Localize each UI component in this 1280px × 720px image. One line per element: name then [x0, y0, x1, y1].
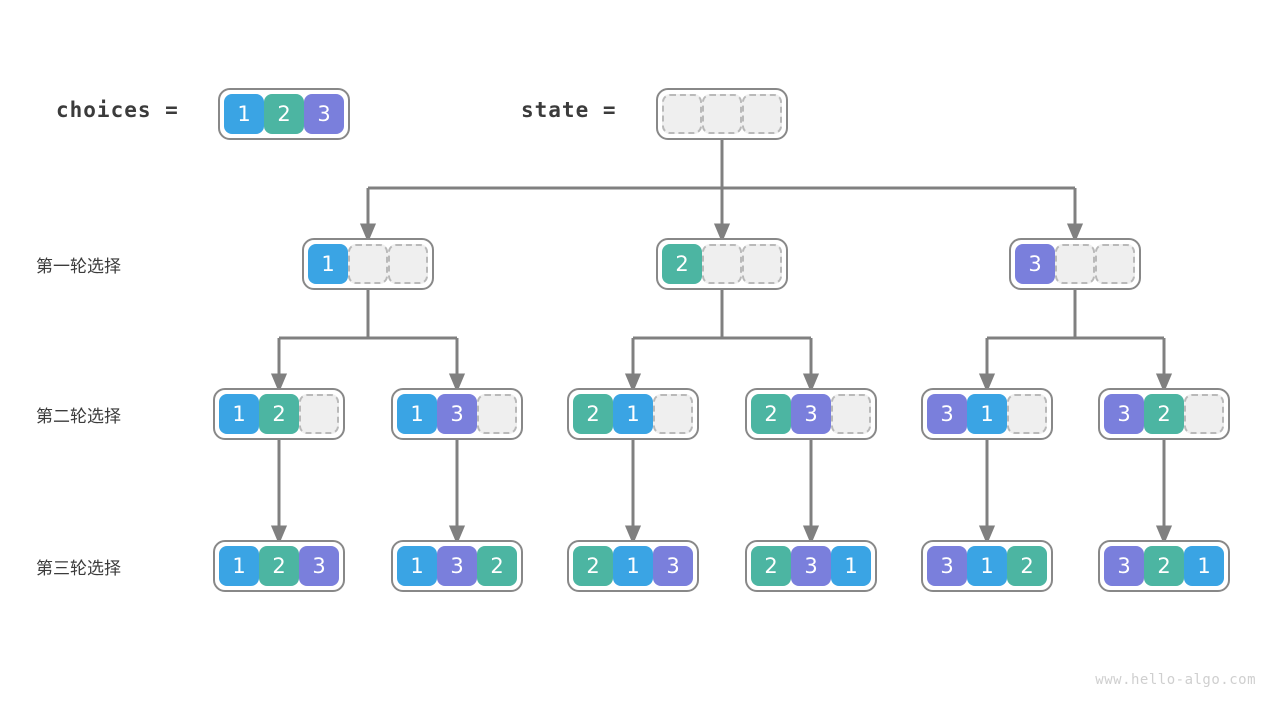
state-label: state =: [521, 98, 617, 122]
state-root-cell-2: [742, 94, 782, 134]
round-3-3-cell-0: 2: [573, 546, 613, 586]
state-array-round-1-2: 2: [656, 238, 788, 290]
choices-label: choices =: [56, 98, 179, 122]
round-2-2-cell-2: [477, 394, 517, 434]
round-2-1-cell-0: 1: [219, 394, 259, 434]
state-array-root: [656, 88, 788, 140]
round-3-5-cell-2: 2: [1007, 546, 1047, 586]
round-2-5-cell-2: [1007, 394, 1047, 434]
round-1-1-cell-0: 1: [308, 244, 348, 284]
round-3-5-cell-0: 3: [927, 546, 967, 586]
round-2-5-cell-1: 1: [967, 394, 1007, 434]
round-2-3-cell-2: [653, 394, 693, 434]
round-2-6-cell-0: 3: [1104, 394, 1144, 434]
round-2-4-cell-2: [831, 394, 871, 434]
round-2-5-cell-0: 3: [927, 394, 967, 434]
edge-round1-3-to-round2: [978, 288, 1173, 393]
round-1-1-cell-1: [348, 244, 388, 284]
round-2-2-cell-1: 3: [437, 394, 477, 434]
round-3-2-cell-1: 3: [437, 546, 477, 586]
round-3-2-cell-2: 2: [477, 546, 517, 586]
round-1-2-cell-2: [742, 244, 782, 284]
round-1-1-cell-2: [388, 244, 428, 284]
round-1-3-cell-2: [1095, 244, 1135, 284]
round-2-3-cell-0: 2: [573, 394, 613, 434]
round-1-2-cell-0: 2: [662, 244, 702, 284]
round-3-3-cell-1: 1: [613, 546, 653, 586]
round-1-3-cell-0: 3: [1015, 244, 1055, 284]
round-3-4-cell-0: 2: [751, 546, 791, 586]
round-3-3-cell-2: 3: [653, 546, 693, 586]
round-2-4-cell-1: 3: [791, 394, 831, 434]
round-2-2-cell-0: 1: [397, 394, 437, 434]
state-array-round-1-1: 1: [302, 238, 434, 290]
watermark: www.hello-algo.com: [1095, 672, 1256, 688]
round-3-6-cell-2: 1: [1184, 546, 1224, 586]
state-root-cell-0: [662, 94, 702, 134]
choices-cell-0: 1: [224, 94, 264, 134]
row-label-round-3: 第三轮选择: [36, 559, 121, 579]
row-label-round-1: 第一轮选择: [36, 257, 121, 277]
edge-root-to-round1: [359, 135, 1084, 243]
round-3-1-cell-0: 1: [219, 546, 259, 586]
round-3-1-cell-2: 3: [299, 546, 339, 586]
edge-round1-1-to-round2: [270, 288, 466, 393]
round-3-5-cell-1: 1: [967, 546, 1007, 586]
round-2-1-cell-1: 2: [259, 394, 299, 434]
round-3-6-cell-1: 2: [1144, 546, 1184, 586]
edge-round1-2-to-round2: [624, 288, 820, 393]
row-label-round-2: 第二轮选择: [36, 407, 121, 427]
round-3-6-cell-0: 3: [1104, 546, 1144, 586]
round-2-6-cell-2: [1184, 394, 1224, 434]
state-array-round-1-3: 3: [1009, 238, 1141, 290]
choices-cell-1: 2: [264, 94, 304, 134]
choices-cell-2: 3: [304, 94, 344, 134]
edge-round2-to-round3: [270, 440, 1173, 545]
round-3-2-cell-0: 1: [397, 546, 437, 586]
round-2-4-cell-0: 2: [751, 394, 791, 434]
round-3-4-cell-2: 1: [831, 546, 871, 586]
round-1-3-cell-1: [1055, 244, 1095, 284]
round-2-1-cell-2: [299, 394, 339, 434]
round-1-2-cell-1: [702, 244, 742, 284]
round-2-6-cell-1: 2: [1144, 394, 1184, 434]
round-3-1-cell-1: 2: [259, 546, 299, 586]
state-root-cell-1: [702, 94, 742, 134]
round-3-4-cell-1: 3: [791, 546, 831, 586]
round-2-3-cell-1: 1: [613, 394, 653, 434]
